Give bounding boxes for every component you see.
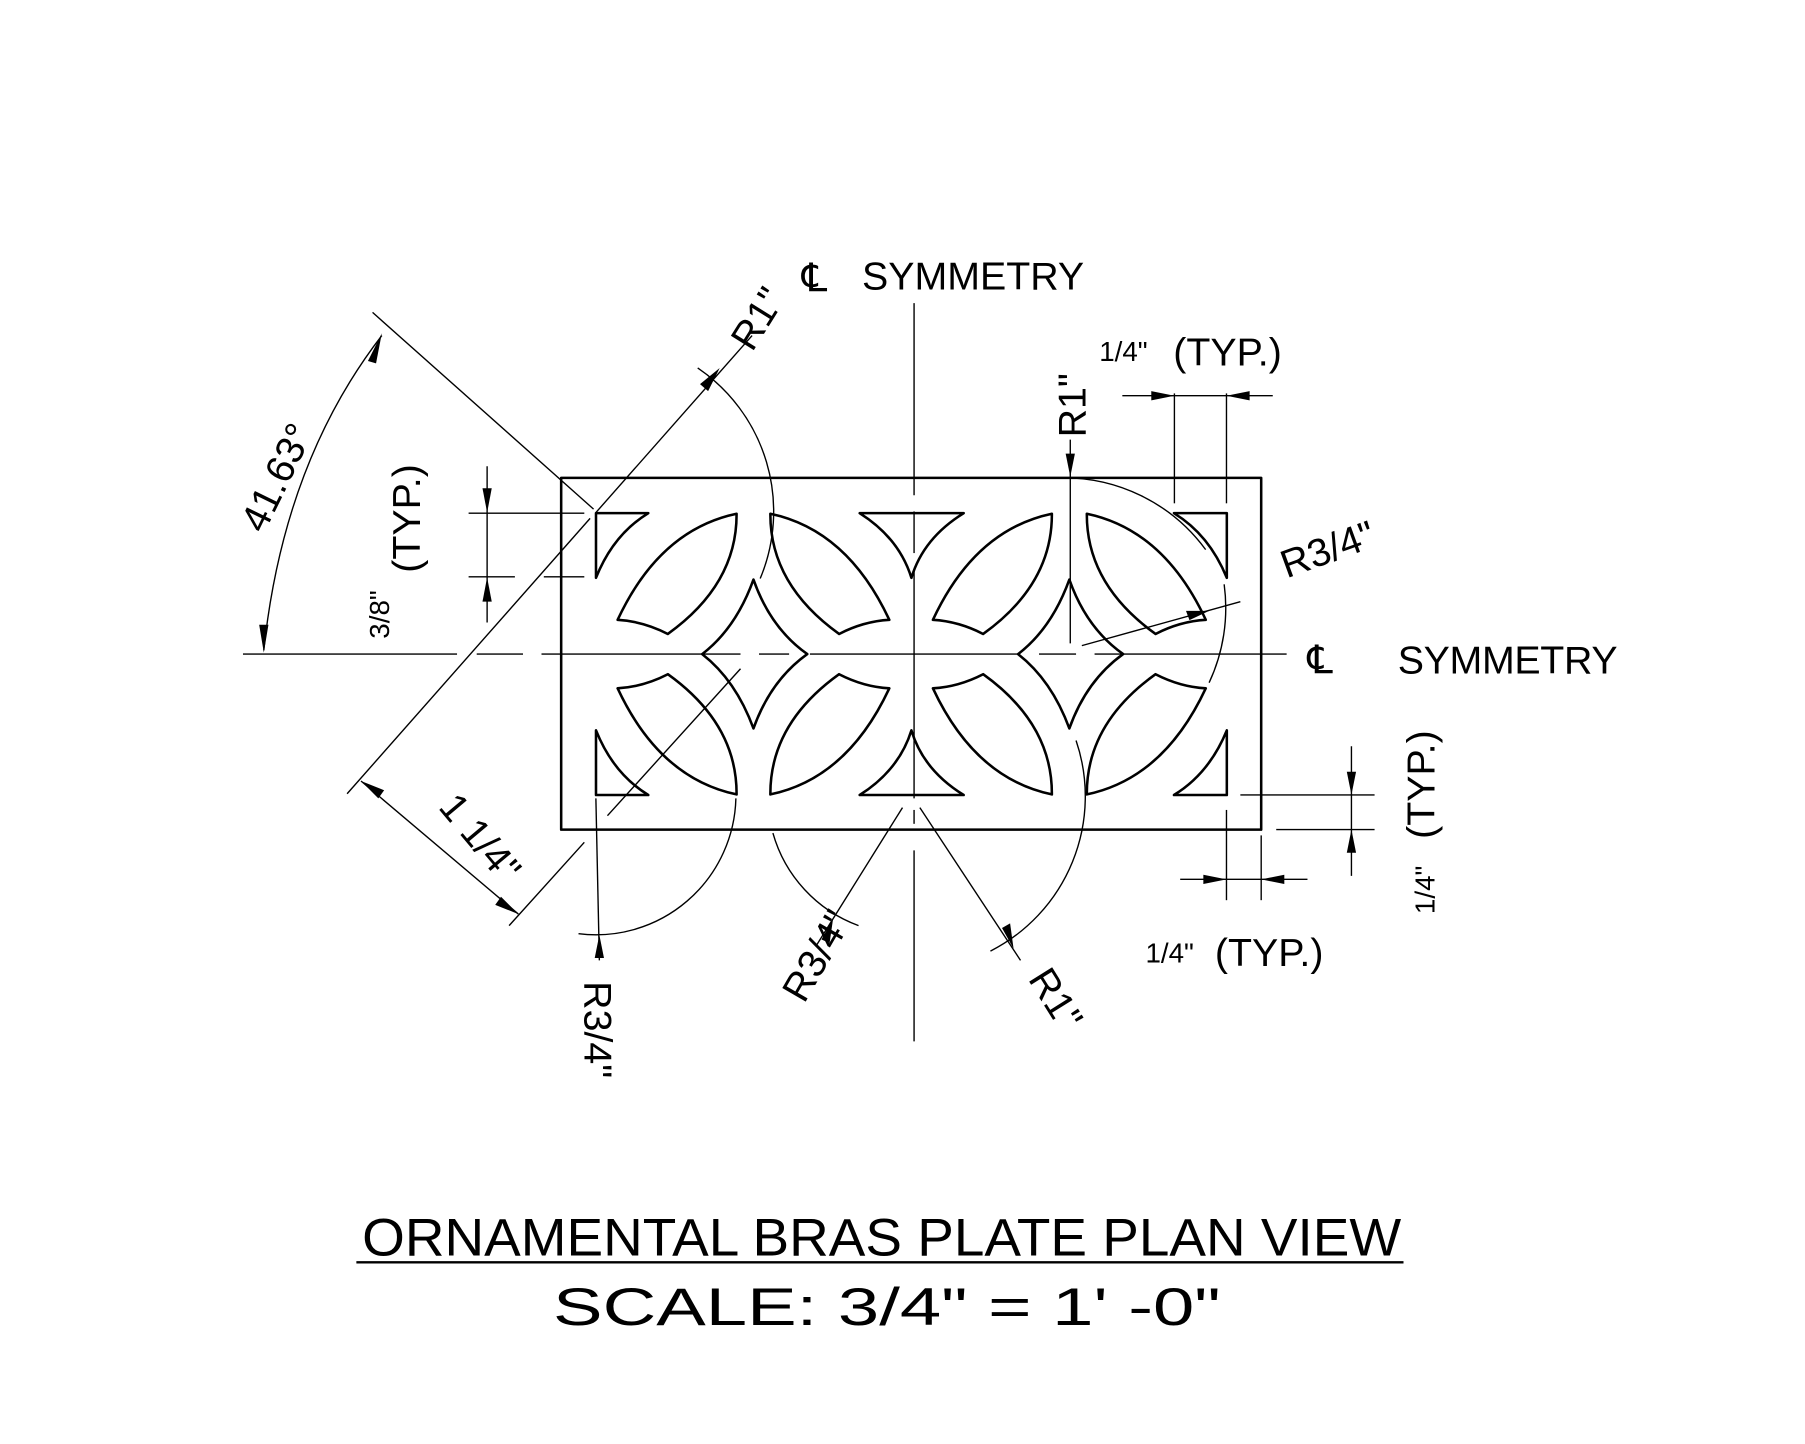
radius-top-right-leader: [1058, 439, 1227, 683]
top-right-typ-text: (TYP.): [1173, 331, 1282, 375]
centerline-label-right: SYMMETRY: [1398, 638, 1618, 682]
top-right-fraction-text: 1/4": [1099, 336, 1147, 367]
centerline-symbol-right: ℄: [1306, 638, 1332, 682]
right-typ-text: (TYP.): [1400, 730, 1444, 839]
centerline-label-top: SYMMETRY: [862, 254, 1084, 298]
radius-bottom-right-text: R1": [1020, 960, 1091, 1038]
diagonal-dimension: [346, 335, 753, 927]
centerline-symbol-top: ℄: [801, 257, 827, 301]
radius-right-text: R3/4": [1275, 512, 1381, 587]
left-fraction-text: 3/8": [364, 590, 395, 638]
radius-bottom-middle-text: R3/4": [774, 903, 861, 1009]
radius-bottom-middle-leader: [772, 807, 904, 947]
radius-top-right-text: R1": [1050, 373, 1094, 437]
radius-bottom-left-text: R3/4": [575, 981, 619, 1078]
pattern-top-half: [594, 511, 1229, 636]
left-typ-dimension: [468, 466, 585, 623]
drawing-title: ORNAMENTAL BRAS PLATE PLAN VIEW: [362, 1208, 1402, 1267]
left-typ-text: (TYP.): [385, 464, 429, 573]
radius-right-leader: [1081, 600, 1241, 647]
drawing-scale: SCALE: 3/4" = 1' -0": [553, 1278, 1221, 1337]
angle-dimension: [259, 311, 595, 653]
radius-top-left-text: R1": [722, 280, 793, 358]
bottom-right-typ-text: (TYP.): [1215, 931, 1324, 975]
right-typ-dimension: [1240, 746, 1375, 876]
bottom-right-typ-dimension: [1180, 809, 1308, 901]
pattern-bottom-half: [594, 672, 1229, 797]
radius-bottom-left-leader: [578, 798, 737, 961]
diagonal-dimension-text: 1 1/4": [430, 785, 529, 891]
top-right-typ-dimension: [1122, 391, 1273, 504]
radius-top-left-arc: [697, 367, 775, 579]
right-fraction-text: 1/4": [1410, 866, 1441, 914]
bottom-right-fraction-text: 1/4": [1145, 938, 1193, 969]
angle-dimension-text: 41.63°: [232, 417, 322, 539]
radius-bottom-right-leader: [919, 740, 1086, 961]
